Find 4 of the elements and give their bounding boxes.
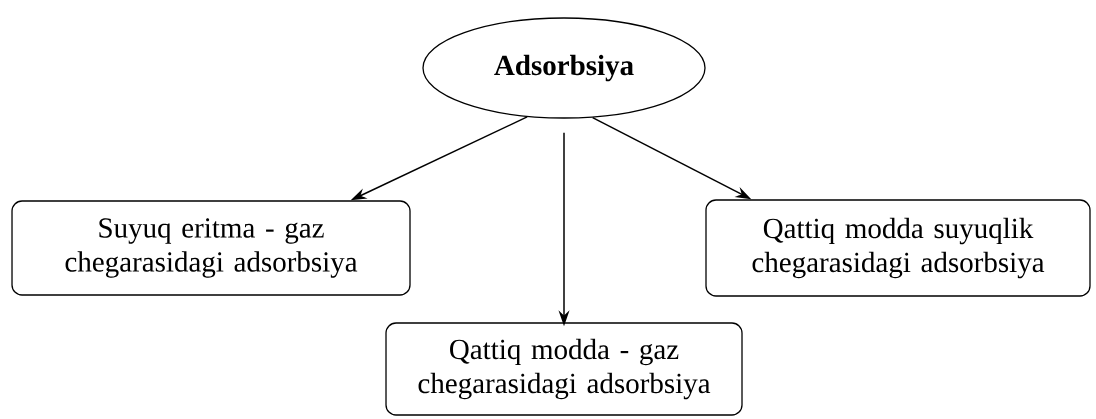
process-box: Suyuq eritma - gaz chegarasidagi adsorbsiya [11,200,411,296]
process-box: Qattiq modda suyuqlik chegarasidagi adsorbsiya [705,199,1091,297]
process-box: Qattiq modda - gaz chegarasidagi adsorbsiya [385,322,743,416]
ellipse-node: Adsorbsiya [422,17,706,119]
